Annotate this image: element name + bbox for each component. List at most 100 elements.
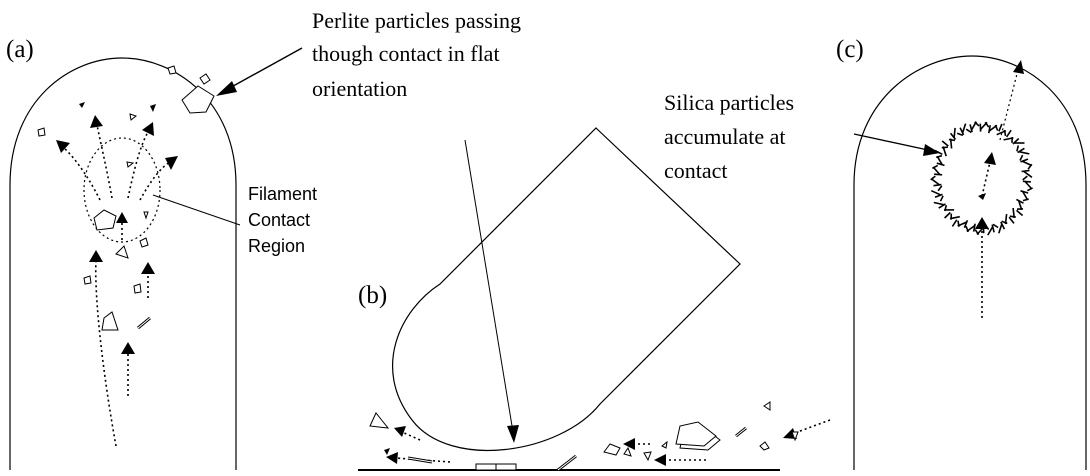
perlite-flake [129,113,138,121]
silica-particle [1017,147,1025,154]
silica-particle [1019,151,1030,155]
silica-particle [1022,191,1029,201]
panel-a-label: (a) [6,36,34,63]
silica-particle [932,166,941,176]
silica-particle [1019,154,1024,161]
silica-particle [1000,221,1006,230]
silica-annotation-line-1: Silica particles [664,90,794,115]
silica-particle [1015,209,1024,217]
silica-particle [992,223,999,229]
silica-particle [1012,137,1020,145]
perlite-edge-inner [407,457,433,463]
silica-particle [984,121,990,128]
silica-particle [948,138,956,142]
silica-particle [930,178,940,186]
particle-trajectories-c [975,60,1024,318]
silica-particle [956,132,964,137]
silica-particle [961,123,967,134]
perlite-particles-b [369,401,799,472]
silica-particle [936,162,945,167]
panel-b-label: (b) [358,282,387,309]
silica-annotation-line-3: contact [664,158,728,183]
silica-particle [941,146,948,149]
perlite-flake [101,311,119,331]
silica-particle [1022,180,1031,183]
perlite-flake [133,283,142,294]
contact-region-leader [152,194,241,226]
perlite-flake [143,211,149,220]
particle-trajectories-a [56,115,178,447]
perlite-flake [93,209,117,231]
panel-a: (a) [6,36,317,470]
silica-particle [994,124,999,131]
perlite-edge-inner [735,427,747,437]
silica-particle [959,127,965,136]
pointer-arrow-head [216,81,237,96]
silica-particle [930,175,936,181]
silica-particle [944,205,948,212]
perlite-chip [79,102,85,108]
silica-particle [991,224,995,233]
silica-particle [1001,220,1008,225]
perlite-flake [83,275,92,285]
silica-particle [1016,198,1024,204]
filament-outline-a [9,57,237,470]
silica-particle [1022,160,1033,167]
perlite-flake [791,431,799,442]
viewing-direction-arrowhead [507,425,519,443]
viewing-direction-line [464,139,514,433]
perlite-edge-inner [557,455,577,471]
perlite-flake [759,441,770,451]
silica-particle [934,149,943,156]
silica-particle [965,128,972,134]
silica-particle [939,195,944,202]
silica-particle [932,164,939,170]
panel-c-label: (c) [836,36,864,63]
filament-outline-c [853,55,1087,470]
perlite-particles-a [37,65,215,331]
filament-outline-b-tilted [392,127,741,452]
silica-particle [1023,170,1033,178]
perlite-flake [115,245,129,259]
silica-particle [998,123,1003,132]
silica-particle [987,226,994,236]
silica-particle [998,223,1003,234]
perlite-flake [763,401,771,411]
silica-particle [974,121,980,127]
perlite-flake [623,446,632,457]
silica-particle [957,220,960,227]
silica-particle [941,140,949,147]
filament-contact-line-2: Contact [248,210,310,230]
perlite-edge-inner [137,317,151,329]
silica-particle [1020,158,1029,163]
silica-particle [949,132,957,140]
perlite-flake [603,443,621,456]
silica-particle [934,193,943,198]
filament-contact-line-3: Region [248,236,305,256]
silica-particle [1016,145,1020,152]
perlite-flake [37,127,46,137]
silica-particle [1005,129,1012,138]
silica-particle [972,223,976,232]
silica-particle [969,124,973,133]
silica-particle [1022,175,1028,181]
silica-annotation: Silica particles accumulate at contact [664,90,794,183]
perlite-flat-line-3: orientation [312,76,407,101]
silica-particle [1024,181,1033,190]
perlite-flake [139,237,149,248]
silica-particle [953,127,956,138]
perlite-flake [369,412,390,429]
silica-particle [965,225,970,233]
silica-particle [1027,163,1033,170]
pointer-arrow-line [225,47,303,91]
contact-region-ellipse-a [83,137,161,243]
silica-particle [963,219,969,229]
silica-particle [1008,216,1015,224]
silica-chip [978,193,986,200]
perlite-flake [199,73,211,85]
silica-particle [930,189,941,196]
silica-particle [934,173,943,176]
silica-annotation-line-2: accumulate at [664,124,786,149]
silica-particle [933,201,944,206]
